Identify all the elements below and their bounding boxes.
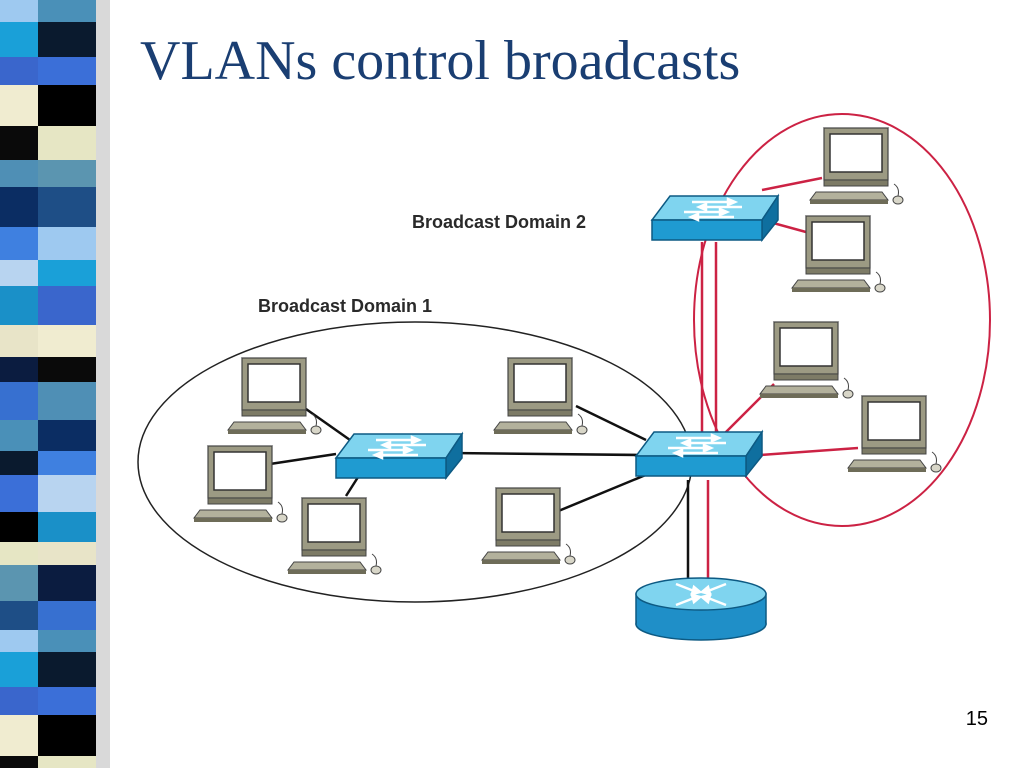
workstation-icon bbox=[791, 215, 886, 293]
workstation-icon bbox=[193, 445, 288, 523]
workstation-icon bbox=[493, 357, 588, 435]
broadcast-domain-2-label: Broadcast Domain 2 bbox=[412, 212, 586, 232]
decorative-stripe bbox=[0, 0, 110, 768]
switch-icon bbox=[634, 430, 764, 478]
broadcast-domain-1-label: Broadcast Domain 1 bbox=[258, 296, 432, 316]
router-icon bbox=[634, 576, 768, 642]
workstation-icon bbox=[809, 127, 904, 205]
slide-title: VLANs control broadcasts bbox=[140, 30, 741, 92]
workstation-icon bbox=[847, 395, 942, 473]
workstation-icon bbox=[227, 357, 322, 435]
workstation-icon bbox=[481, 487, 576, 565]
switch-icon bbox=[650, 194, 780, 242]
switch-icon bbox=[334, 432, 464, 480]
page-number: 15 bbox=[965, 708, 988, 730]
workstation-icon bbox=[759, 321, 854, 399]
broadcast-domain-2-boundary bbox=[693, 113, 991, 527]
domain-1-links bbox=[269, 404, 690, 586]
workstation-icon bbox=[287, 497, 382, 575]
